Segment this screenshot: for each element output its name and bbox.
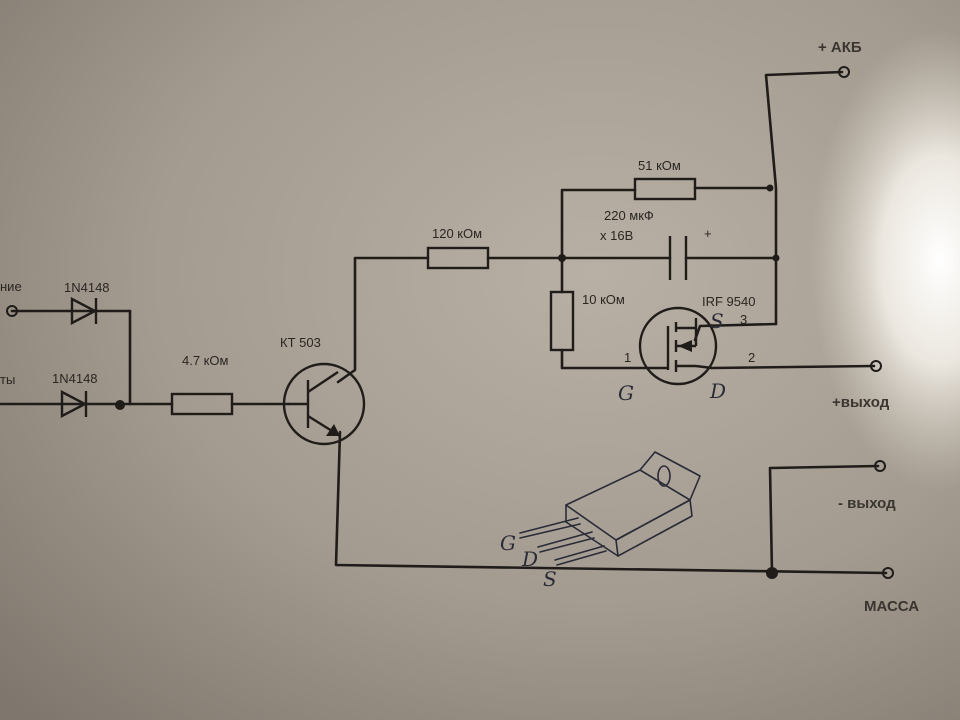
junction-dot: [115, 400, 125, 410]
junction-dot: [558, 254, 566, 262]
diode-1n4148-top: [70, 297, 98, 325]
light-glare: [810, 30, 960, 490]
label-transistor: КТ 503: [280, 335, 321, 350]
label-resistor-51k: 51 кОм: [638, 158, 681, 173]
label-resistor-120k: 120 кОм: [432, 226, 482, 241]
hand-label-package-s: S: [543, 567, 557, 591]
resistor-4-7k: [170, 392, 234, 416]
terminal-ground: [882, 567, 894, 579]
label-terminal-out-plus: +выход: [832, 394, 890, 411]
label-capacitor-plus: +: [704, 226, 712, 241]
junction-dot: [766, 184, 774, 192]
label-input-1: ние: [0, 279, 22, 294]
resistor-51k: [633, 177, 697, 201]
terminal-out-minus: [874, 460, 886, 472]
label-terminal-ground: МАССА: [864, 598, 919, 615]
label-terminal-out-minus: - выход: [838, 495, 896, 512]
resistor-10k: [549, 290, 575, 352]
label-resistor-10k: 10 кОм: [582, 292, 625, 307]
capacitor-220uf: [668, 236, 688, 280]
hand-label-mosfet-g: G: [618, 381, 634, 405]
transistor-kt503: [282, 362, 366, 446]
label-pin-1: 1: [624, 350, 631, 365]
junction-dot: [766, 567, 778, 579]
label-pin-2: 2: [748, 350, 755, 365]
hand-label-mosfet-s: S: [710, 309, 724, 333]
terminal-out-plus: [870, 360, 882, 372]
label-diode-2: 1N4148: [52, 371, 98, 386]
label-input-2: ты: [0, 372, 15, 387]
label-mosfet: IRF 9540: [702, 294, 755, 309]
terminal-input-1: [6, 305, 18, 317]
label-pin-3: 3: [740, 312, 747, 327]
terminal-akb: [838, 66, 850, 78]
junction-dot: [772, 254, 780, 262]
resistor-120k: [426, 246, 490, 270]
label-diode-1: 1N4148: [64, 280, 110, 295]
label-resistor-4-7k: 4.7 кОм: [182, 353, 228, 368]
hand-label-package-g: G: [500, 531, 516, 555]
hand-label-package-d: D: [521, 547, 538, 571]
hand-label-mosfet-d: D: [709, 379, 726, 403]
label-capacitor-voltage: x 16B: [600, 228, 633, 243]
label-capacitor-value: 220 мкФ: [604, 208, 654, 223]
mosfet-irf9540: [638, 306, 718, 386]
label-terminal-akb: + АКБ: [818, 39, 862, 56]
to220-package-sketch: [519, 451, 701, 566]
diode-1n4148-bottom: [60, 390, 88, 418]
